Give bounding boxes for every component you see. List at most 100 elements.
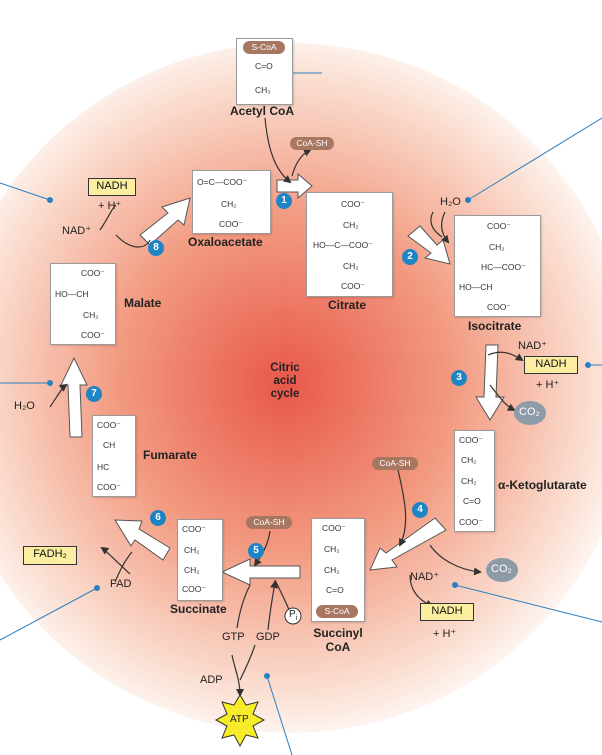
phosphate-circle: [284, 607, 302, 625]
ketoglutarate-label: α-Ketoglutarate: [498, 478, 587, 492]
step-8-badge: 8: [148, 240, 164, 256]
gdp-label: GDP: [256, 631, 280, 643]
isocitrate-label: Isocitrate: [468, 319, 522, 333]
fumarate-structure: COO⁻ CH HC COO⁻: [92, 415, 136, 497]
h2o-step-7: H₂O: [14, 400, 35, 412]
co2-step-4: CO₂: [491, 563, 512, 575]
step-6-badge: 6: [150, 510, 166, 526]
fadh2-label: FADH₂: [23, 546, 77, 565]
isocitrate-line-2: CH₂: [489, 242, 505, 252]
succinyl-coa-line-2: CH₂: [324, 544, 340, 554]
ketoglutarate-line-2: CH₂: [461, 455, 477, 465]
arrow-step-4: [369, 517, 447, 571]
adp-label: ADP: [200, 674, 223, 686]
fad-label: FAD: [110, 578, 132, 590]
isocitrate-line-1: COO⁻: [487, 221, 511, 231]
hplus-step-3: + H⁺: [536, 379, 560, 391]
step-3-badge: 3: [451, 370, 467, 386]
ketoglutarate-line-5: COO⁻: [459, 517, 483, 527]
malate-line-4: COO⁻: [81, 330, 105, 340]
arrow-step-8: [139, 197, 191, 246]
succinyl-coa-line-1: COO⁻: [322, 523, 346, 533]
isocitrate-line-4: HO—CH: [459, 282, 493, 292]
ketoglutarate-line-3: CH₂: [461, 476, 477, 486]
succinyl-coa-label: Succinyl CoA: [308, 626, 368, 654]
co2-pills: [486, 401, 546, 582]
atp-label: ATP: [230, 714, 249, 725]
step-4-badge: 4: [412, 502, 428, 518]
nadh-step-8: NADH: [88, 178, 136, 196]
h2o-step-2: H₂O: [440, 196, 461, 208]
nad-step-3: NAD⁺: [518, 340, 548, 352]
reagent-arrows: [49, 117, 524, 697]
acetyl-coa-scoa-label: S-CoA: [243, 41, 285, 54]
isocitrate-line-3: HC—COO⁻: [481, 262, 526, 272]
nad-step-8: NAD⁺: [62, 225, 92, 237]
acetyl-coa-methyl: CH₃: [255, 85, 271, 95]
nadh-step-3: NADH: [524, 356, 578, 374]
oxaloacetate-label: Oxaloacetate: [188, 235, 263, 249]
ketoglutarate-line-1: COO⁻: [459, 435, 483, 445]
fumarate-line-3: HC: [97, 462, 110, 472]
succinyl-coa-scoa-label: S-CoA: [316, 605, 358, 618]
oxaloacetate-line-1: O=C—COO⁻: [197, 177, 248, 187]
citrate-line-3: HO—C—COO⁻: [313, 240, 373, 250]
oxaloacetate-line-2: CH₂: [221, 199, 237, 209]
oxaloacetate-structure: O=C—COO⁻ CH₂ COO⁻: [192, 170, 271, 234]
phosphate-label: Pi: [289, 609, 297, 622]
cycle-title: Citric acid cycle: [255, 362, 315, 401]
citrate-line-5: COO⁻: [341, 281, 365, 291]
succinyl-coa-label-line-2: CoA: [325, 640, 351, 654]
succinyl-coa-label-line-1: Succinyl: [313, 626, 363, 640]
oxaloacetate-line-3: COO⁻: [219, 219, 243, 229]
gtp-label: GTP: [222, 631, 245, 643]
coa-sh-step-1: CoA-SH: [290, 137, 334, 150]
arrow-step-2: [407, 225, 451, 265]
nad-step-4: NAD⁺: [410, 571, 440, 583]
ketoglutarate-line-4: C=O: [463, 496, 481, 506]
arrow-step-3: [475, 344, 505, 421]
malate-line-3: CH₂: [83, 310, 99, 320]
cycle-title-line-3: cycle: [270, 388, 300, 400]
atp-star: [214, 694, 266, 748]
hplus-step-4: + H⁺: [433, 628, 457, 640]
arrow-step-6: [114, 519, 171, 561]
succinyl-coa-line-3: CH₂: [324, 565, 340, 575]
citrate-line-2: CH₂: [343, 220, 359, 230]
step-7-badge: 7: [86, 386, 102, 402]
step-5-badge: 5: [248, 543, 264, 559]
callout-lines: [0, 70, 602, 755]
co2-step-3: CO₂: [519, 406, 540, 418]
fumarate-line-4: COO⁻: [97, 482, 121, 492]
citrate-structure: COO⁻ CH₂ HO—C—COO⁻ CH₂ COO⁻: [306, 192, 393, 297]
acetyl-coa-label: Acetyl CoA: [230, 104, 295, 118]
coa-sh-step-4: CoA-SH: [372, 457, 418, 470]
succinate-line-2: CH₂: [184, 545, 200, 555]
arrow-step-5: [220, 558, 301, 586]
malate-label: Malate: [124, 296, 162, 310]
succinate-structure: COO⁻ CH₂ CH₂ COO⁻: [177, 519, 223, 601]
malate-structure: COO⁻ HO—CH CH₂ COO⁻: [50, 263, 116, 345]
fumarate-label: Fumarate: [143, 448, 198, 462]
acetyl-coa-structure: S-CoA C=O CH₃: [236, 38, 293, 105]
succinate-label: Succinate: [170, 602, 227, 616]
citrate-line-1: COO⁻: [341, 199, 365, 209]
succinyl-coa-line-4: C=O: [326, 585, 344, 595]
cycle-arrows: [60, 172, 505, 586]
acetyl-coa-carbonyl: C=O: [255, 61, 273, 71]
malate-line-1: COO⁻: [81, 268, 105, 278]
ketoglutarate-structure: COO⁻ CH₂ CH₂ C=O COO⁻: [454, 430, 495, 532]
hplus-step-8: + H⁺: [98, 200, 122, 212]
succinate-line-3: CH₂: [184, 565, 200, 575]
step-1-badge: 1: [276, 193, 292, 209]
succinyl-coa-structure: COO⁻ CH₂ CH₂ C=O S-CoA: [311, 518, 365, 622]
nadh-step-4: NADH: [420, 603, 474, 621]
malate-line-2: HO—CH: [55, 289, 89, 299]
coa-sh-step-5: CoA-SH: [246, 516, 292, 529]
phosphate-p: P: [289, 609, 296, 620]
cycle-background: [0, 43, 602, 733]
fumarate-line-1: COO⁻: [97, 420, 121, 430]
succinate-line-1: COO⁻: [182, 524, 206, 534]
